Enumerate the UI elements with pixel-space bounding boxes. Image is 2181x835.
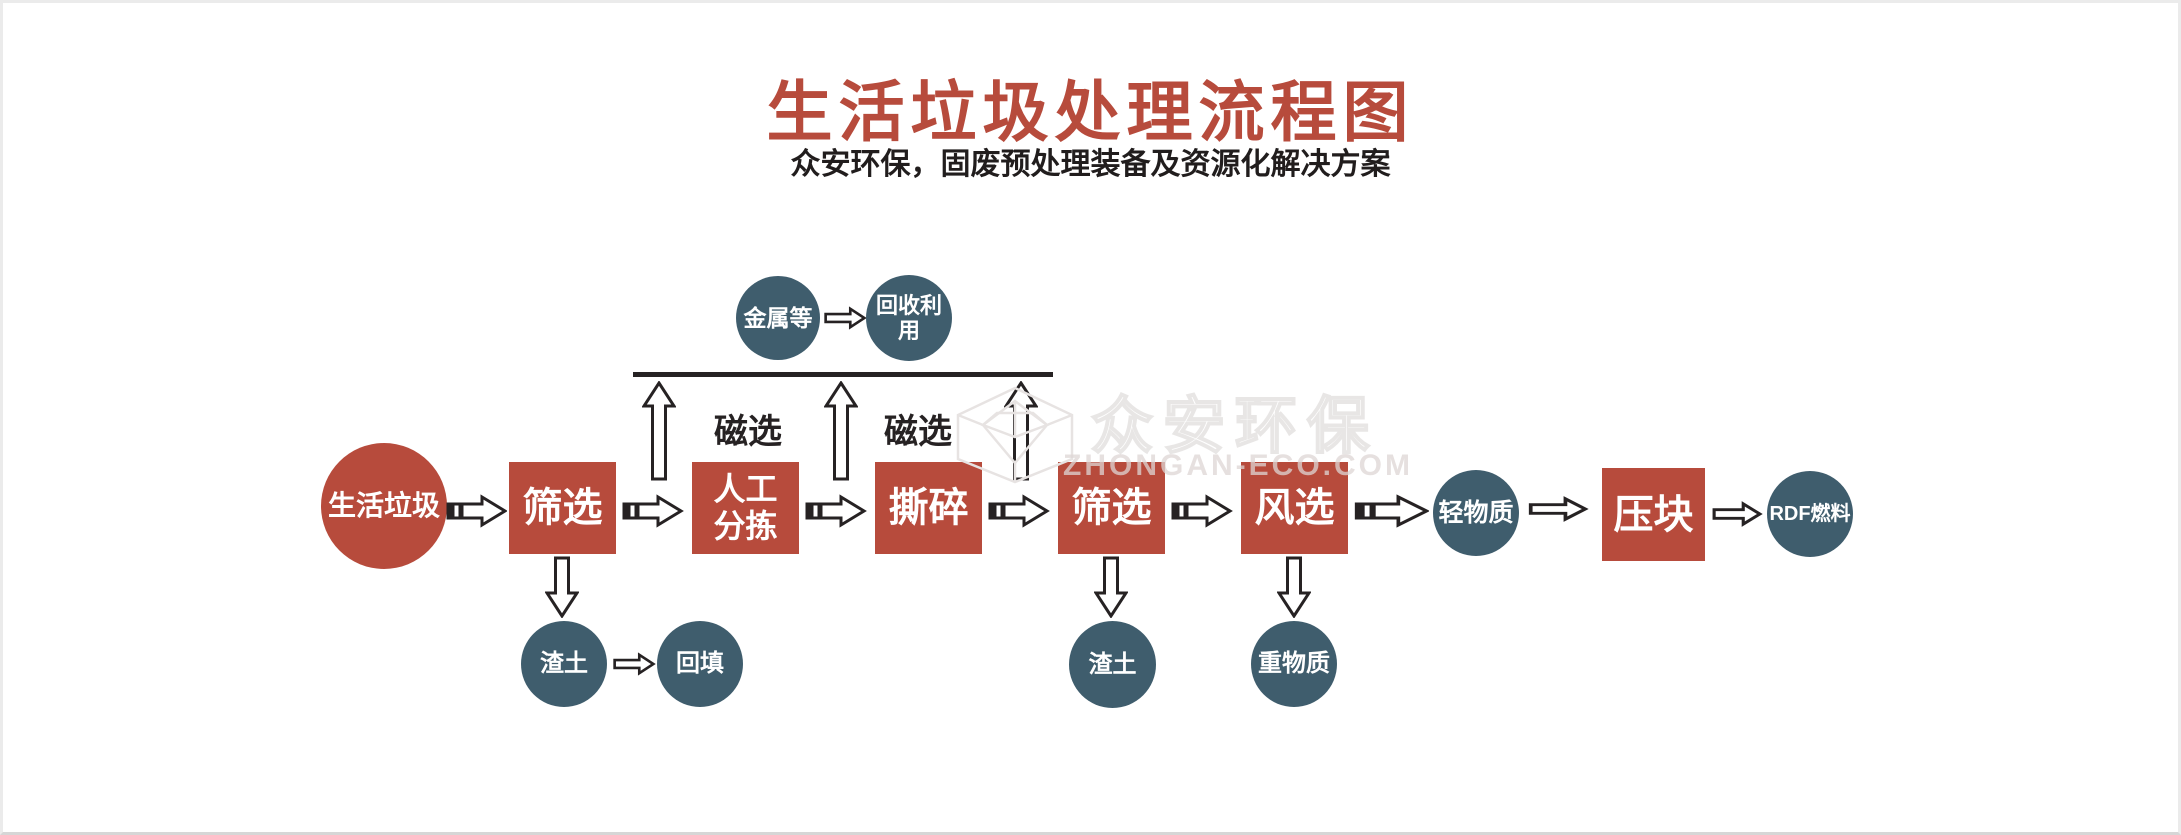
node-air-separation: 风选 [1241, 462, 1348, 554]
striped-block-arrow-right-icon [802, 494, 868, 528]
node-air-separation-label: 风选 [1254, 486, 1335, 530]
node-baling: 压块 [1602, 468, 1705, 561]
block-arrow-right-icon [1711, 500, 1763, 528]
magnetic-label-1: 磁选 [714, 413, 782, 451]
node-baling-label: 压块 [1613, 492, 1694, 537]
node-backfill-label: 回填 [676, 650, 724, 678]
block-arrow-down-icon [1094, 556, 1128, 618]
block-arrow-right-icon [823, 304, 867, 332]
node-light-material-label: 轻物质 [1438, 498, 1514, 527]
striped-block-arrow-right-icon [985, 494, 1051, 528]
node-metal: 金属等 [736, 276, 820, 360]
node-rdf-fuel: RDF燃料 [1767, 471, 1853, 557]
block-arrow-right-icon [612, 651, 656, 677]
page-subtitle: 众安环保，固废预处理装备及资源化解决方案 [790, 148, 1391, 181]
node-light-material: 轻物质 [1433, 470, 1519, 556]
node-screening-2: 筛选 [1058, 462, 1165, 554]
node-manual-sorting-line1: 人工 [713, 471, 778, 508]
collector-line [633, 372, 1053, 377]
striped-block-arrow-right-icon [619, 494, 685, 528]
block-arrow-down-icon [1277, 556, 1311, 618]
node-heavy-material-label: 重物质 [1258, 650, 1330, 678]
magnetic-label-2: 磁选 [884, 413, 952, 451]
node-backfill: 回填 [657, 621, 743, 707]
block-arrow-up-icon [642, 381, 676, 481]
block-arrow-up-icon [1004, 381, 1038, 481]
node-slag-1-label: 渣土 [540, 650, 588, 678]
node-rdf-fuel-label: RDF燃料 [1769, 502, 1851, 525]
node-source-label: 生活垃圾 [327, 489, 440, 521]
node-screening-1-label: 筛选 [522, 486, 603, 530]
node-recycle-label: 回收利用 [875, 292, 942, 343]
page-title: 生活垃圾处理流程图 [766, 75, 1415, 149]
node-heavy-material: 重物质 [1251, 621, 1337, 707]
node-slag-1: 渣土 [521, 621, 607, 707]
node-slag-2: 渣土 [1069, 621, 1156, 708]
block-arrow-right-icon [1527, 495, 1589, 523]
striped-block-arrow-right-icon [445, 494, 507, 528]
node-screening-2-label: 筛选 [1071, 486, 1152, 530]
watermark-brand: 众安环保 [1090, 391, 1380, 462]
striped-block-arrow-right-icon [1353, 494, 1429, 528]
striped-block-arrow-right-icon [1168, 494, 1234, 528]
node-screening-1: 筛选 [509, 462, 616, 554]
node-manual-sorting: 人工 分拣 [692, 462, 799, 554]
node-metal-label: 金属等 [743, 304, 813, 331]
node-slag-2-label: 渣土 [1088, 650, 1137, 678]
block-arrow-down-icon [545, 556, 579, 618]
node-source: 生活垃圾 [321, 443, 447, 569]
node-shredding-label: 撕碎 [888, 486, 969, 530]
node-shredding: 撕碎 [875, 462, 982, 554]
block-arrow-up-icon [824, 381, 858, 481]
node-recycle: 回收利用 [866, 275, 952, 361]
node-manual-sorting-line2: 分拣 [713, 508, 778, 544]
